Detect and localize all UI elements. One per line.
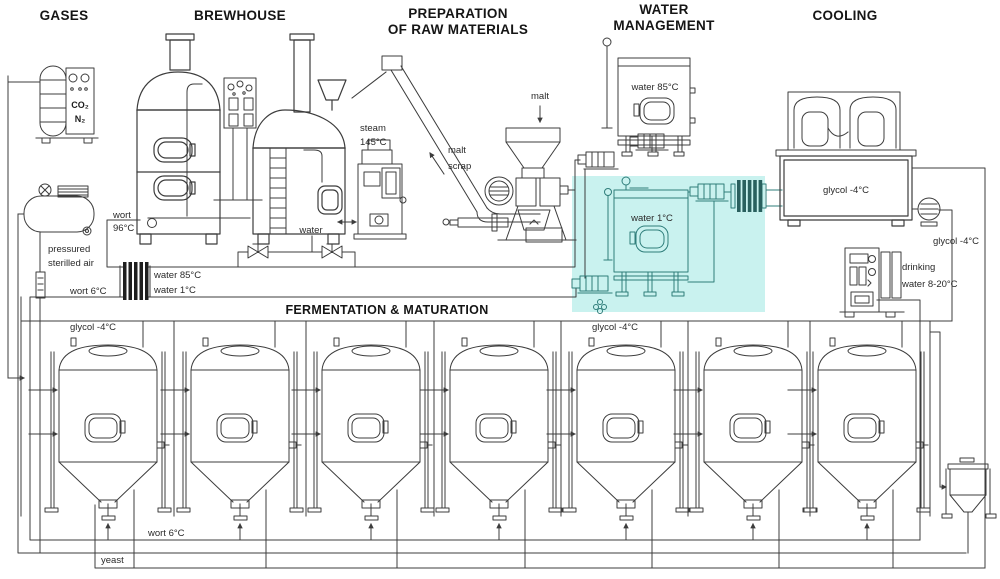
label-ferm-glycol-mid: glycol -4°C [592, 322, 638, 333]
label-maltscrap-1: malt [448, 145, 466, 156]
label-wort96-1: wort [112, 210, 131, 221]
steam-generator [353, 139, 407, 240]
malt-conveyor [351, 55, 541, 223]
ice-water-tank [603, 176, 689, 297]
label-pipe-glycol: glycol -4°C [933, 236, 979, 247]
label-yeast: yeast [101, 555, 124, 566]
fermenter-5 [547, 321, 689, 568]
section-title-preparation-2: OF RAW MATERIALS [388, 22, 528, 37]
label-tank-water1: water 1°C [630, 213, 673, 224]
label-ferm-glycol-left: glycol -4°C [70, 322, 116, 333]
label-n2: N₂ [75, 114, 86, 124]
label-ferm-wort6: wort 6°C [147, 528, 185, 539]
control-panel [213, 77, 263, 201]
section-title-cooling: COOLING [812, 8, 877, 23]
label-malt: malt [531, 91, 549, 102]
label-wort6-left: wort 6°C [69, 286, 107, 297]
section-title-water-2: MANAGEMENT [613, 18, 715, 33]
air-filter [35, 271, 46, 299]
label-pressured-air-1: pressured [48, 244, 90, 255]
label-maltscrap-2: scrap [448, 161, 471, 172]
wort-heat-exchanger [119, 262, 151, 300]
fermenter-3 [292, 321, 434, 568]
malt-mill [442, 127, 577, 243]
label-tank-glycol: glycol -4°C [823, 185, 869, 196]
brewhouse-vessel-right [252, 33, 347, 245]
brewhouse-internal-piping [147, 83, 323, 228]
hot-water-tank [601, 37, 696, 157]
label-drinking-1: drinking [902, 262, 935, 273]
label-water1-pipe: water 1°C [153, 285, 196, 296]
label-pressured-air-2: sterilled air [48, 258, 94, 269]
label-tank-water85: water 85°C [630, 82, 678, 93]
label-wort96-2: 96°C [113, 223, 134, 234]
label-valve-water: water [298, 225, 322, 236]
glycol-pump [911, 197, 941, 227]
gas-cylinder-unit [35, 65, 99, 144]
chiller-unit [775, 91, 917, 157]
brewhouse-ladder [269, 147, 287, 235]
section-title-fermentation: FERMENTATION & MATURATION [285, 303, 488, 317]
section-titles: GASES BREWHOUSE PREPARATION OF RAW MATER… [40, 2, 878, 317]
hot-water-pumps [577, 133, 669, 170]
highlight-region [572, 176, 765, 312]
brewhouse-vessel-left [136, 33, 221, 245]
piping [7, 75, 986, 569]
valve-station [247, 243, 343, 259]
fermenter-6 [674, 321, 816, 568]
section-title-water-1: WATER [639, 2, 688, 17]
yeast-vessel [941, 457, 997, 519]
label-drinking-2: water 8-20°C [901, 279, 958, 290]
fermenter-4 [420, 321, 562, 568]
section-title-preparation-1: PREPARATION [408, 6, 508, 21]
glycol-tank [779, 155, 913, 227]
drinking-water-unit [839, 247, 905, 318]
section-title-gases: GASES [40, 8, 89, 23]
ice-water-pump [571, 275, 613, 314]
label-water85-pipe: water 85°C [153, 270, 201, 281]
label-co2: CO₂ [71, 100, 89, 110]
air-compressor [17, 183, 95, 236]
section-title-brewhouse: BREWHOUSE [194, 8, 286, 23]
glycol-heat-exchanger [687, 180, 783, 283]
label-steam-1: steam [360, 123, 386, 134]
label-steam-2: 145°C [360, 137, 387, 148]
